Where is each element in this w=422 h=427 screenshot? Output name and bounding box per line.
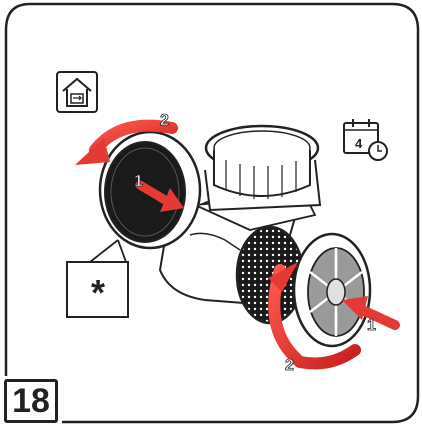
asterisk-callout: *	[66, 239, 129, 318]
right-rotate-step-label: 2	[285, 357, 294, 374]
left-rotate-arrow	[75, 119, 178, 165]
right-push-arrow	[342, 296, 400, 330]
right-rotate-arrow	[268, 262, 361, 370]
svg-text:4: 4	[355, 136, 363, 151]
step-number-box: 18	[4, 379, 58, 423]
right-push-step-label: 1	[367, 317, 376, 334]
left-push-step-label: 1	[134, 173, 143, 190]
left-push-arrow	[135, 180, 184, 212]
calendar-maintenance-icon: 4	[343, 119, 388, 161]
duct-collar	[204, 124, 320, 199]
home-recirculation-icon	[56, 71, 98, 113]
step-number: 18	[12, 382, 50, 420]
panel-frame	[4, 2, 420, 424]
right-filter-cover	[292, 232, 372, 348]
asterisk-symbol: *	[91, 272, 105, 313]
left-rotate-step-label: 2	[160, 112, 169, 129]
